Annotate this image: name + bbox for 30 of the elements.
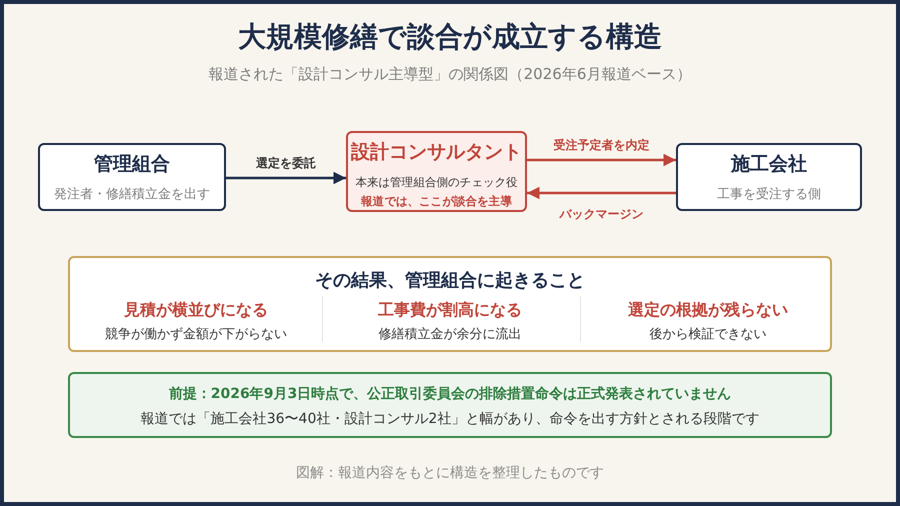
title: 大規模修繕で談合が成立する構造 (238, 19, 662, 55)
box-heading: 施工会社 (731, 152, 807, 177)
highlight-text: 報道では、ここが談合を主導 (361, 194, 512, 209)
effect-description: 後から検証できない (650, 326, 766, 343)
premise-panel (68, 372, 832, 438)
box-heading: 設計コンサルタント (351, 140, 522, 165)
subtitle: 報道された「設計コンサル主導型」の関係図（2026年6月報道ベース） (208, 65, 692, 84)
box-description: 発注者・修繕積立金を出す (54, 186, 210, 203)
edge-label: 受注予定者を内定 (552, 137, 652, 154)
box-description: 本来は管理組合側のチェック役 (355, 175, 518, 190)
box-heading: 管理組合 (94, 152, 170, 177)
box-description: 工事を受注する側 (717, 186, 821, 203)
party-box (676, 143, 862, 211)
premise-text: 報道では「施工会社36〜40社・設計コンサル2社」と幅があり、命令を出す方針とされる段階です (140, 410, 760, 428)
effect-description: 修繕積立金が余分に流出 (378, 326, 522, 343)
footnote: 図解：報道内容をもとに構造を整理したものです (296, 464, 604, 482)
arrow (527, 154, 676, 166)
effect-heading: 見積が横並びになる (124, 300, 268, 321)
panel-heading: その結果、管理組合に起きること (315, 269, 585, 292)
arrow (527, 186, 676, 200)
result-panel (68, 256, 832, 352)
effect-heading: 工事費が割高になる (378, 300, 522, 321)
effect-description: 競争が働かず金額が下がらない (105, 326, 287, 343)
edge-label: 選定を委託 (254, 155, 318, 172)
party-box (38, 143, 226, 211)
effect-heading: 選定の根拠が残らない (628, 300, 788, 321)
edge-label: バックマージン (558, 206, 646, 223)
consultant-box (346, 131, 527, 212)
premise-heading: 前提：2026年9月3日時点で、公正取引委員会の排除措置命令は正式発表されていません (168, 385, 732, 403)
arrow (226, 172, 346, 184)
